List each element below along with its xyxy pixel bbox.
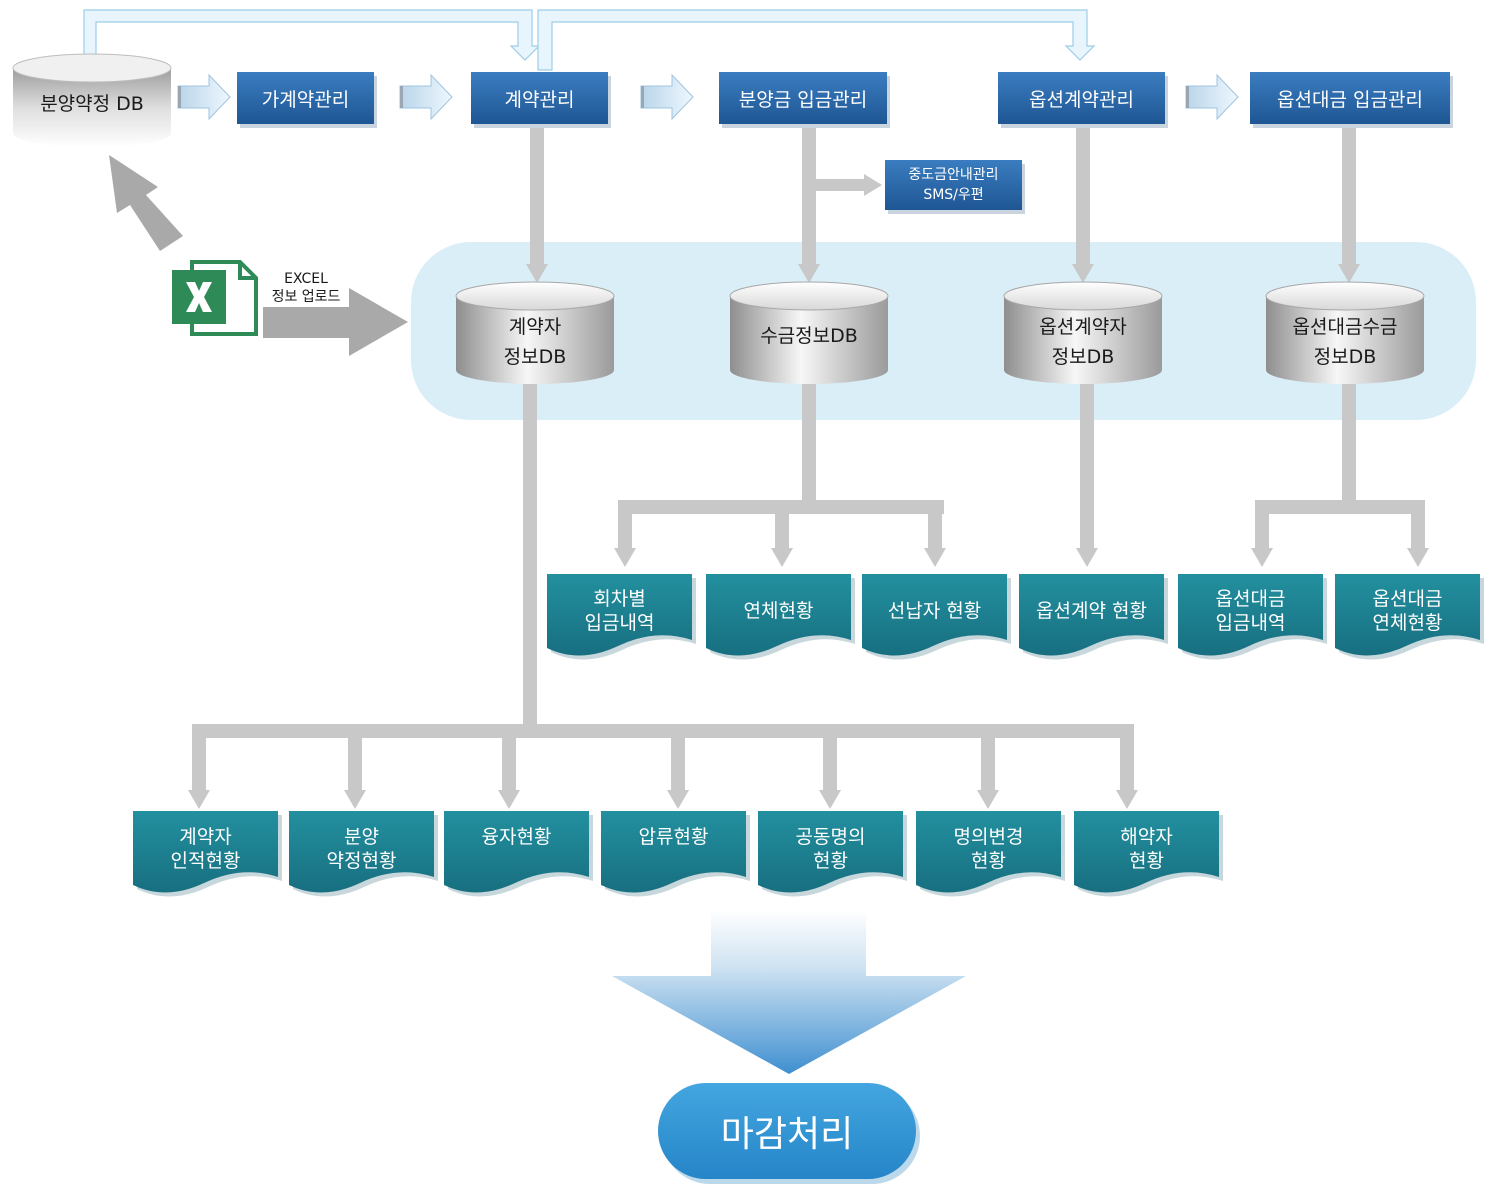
database-panel [411, 242, 1476, 420]
excel-upload-arrow [263, 288, 408, 356]
bottom-report-docs [133, 811, 1223, 897]
big-down-arrow [612, 910, 966, 1074]
source-db-cylinder [12, 53, 172, 147]
db-cylinders [455, 281, 1425, 384]
top-feedback-connectors [83, 9, 1096, 71]
excel-icon [172, 260, 258, 336]
top-process-boxes [237, 72, 1453, 214]
middle-report-docs [547, 574, 1484, 660]
excel-to-db-arrow [109, 155, 183, 251]
gray-connectors [188, 128, 1429, 809]
final-step-pill [658, 1083, 916, 1179]
small-flow-arrows [177, 73, 1239, 121]
